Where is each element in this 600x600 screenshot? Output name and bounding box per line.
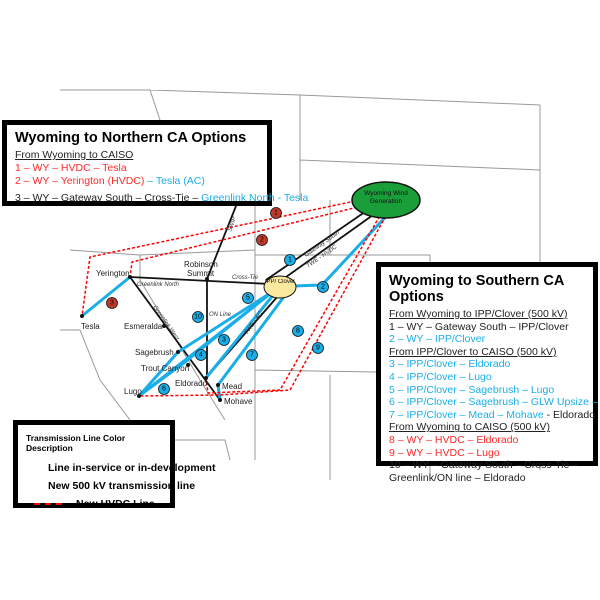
north-option-3-existing: 3 – WY – Gateway South – Cross-Tie –	[15, 192, 202, 204]
north-option-2-hvdc: 2 – WY – Yerington (HVDC)	[15, 175, 145, 187]
robinson-label: Robinson	[184, 260, 218, 269]
wyoming-wind-node	[351, 181, 421, 219]
blue-option-marker-6	[158, 383, 170, 395]
blue-option-marker-2	[317, 281, 329, 293]
blue-option-marker-8	[292, 325, 304, 337]
red-option-marker-2	[256, 234, 268, 246]
north-box-title: Wyoming to Northern CA Options	[15, 130, 247, 146]
blue-option-marker-label: 5	[246, 295, 250, 302]
legend-label: Line in-service or in-development	[48, 461, 216, 474]
blue-option-marker-label: 8	[296, 328, 300, 335]
south-option-7-new: 7 – IPP/Clover – Mead – Mohave	[389, 408, 544, 421]
greenlink-north-label: Greenlink North	[137, 282, 180, 288]
blue-option-marker-label: 6	[162, 386, 166, 393]
wyoming-wind-label: Wyoming Wind Generation	[364, 190, 408, 205]
legend-item-hvdc: New HVDC Line	[26, 495, 162, 513]
blue-option-marker-9	[312, 342, 324, 354]
south-option-7: 7 – IPP/Clover – Mead – Mohave - Eldorad…	[389, 408, 595, 422]
sagebrush-label: Sagebrush	[135, 348, 174, 357]
legend-box: Transmission Line Color Description Line…	[13, 420, 215, 510]
blue-option-marker-label: 1	[288, 257, 292, 264]
south-option-9: 9 – WY – HVDC – Lugo	[389, 446, 500, 459]
ipp-clover-node	[263, 275, 297, 299]
red-option-marker-3	[106, 297, 118, 309]
trout-canyon-label: Trout Canyon	[141, 364, 189, 373]
blue-option-marker-10	[192, 311, 204, 323]
south-option-6: 6 – IPP/Clover – Sagebrush – GLW Upsize …	[389, 396, 600, 409]
blue-option-marker-4	[195, 349, 207, 361]
blue-option-marker-1	[284, 254, 296, 266]
south-option-8: 8 – WY – HVDC – Eldorado	[389, 433, 519, 446]
hvdc-lines	[81, 199, 389, 397]
summit-label: Summit	[187, 269, 215, 278]
mead-label: Mead	[222, 382, 242, 391]
red-option-marker-label: 1	[274, 210, 278, 217]
southern-ca-options-box: Wyoming to Southern CA Options From Wyom…	[376, 262, 600, 484]
north-box-subtitle: From Wyoming to CAISO	[15, 149, 134, 161]
legend-label: New 500 kV transmission line	[48, 479, 196, 492]
blue-option-marker-5	[242, 292, 254, 304]
south-option-10-cont: Greenlink/ON line – Eldorado	[389, 471, 526, 484]
tesla-label: Tesla	[81, 322, 100, 331]
blue-option-marker-label: 10	[194, 314, 202, 321]
substation-dots	[80, 275, 222, 402]
legend-label: New HVDC Line	[76, 497, 155, 510]
south-option-4: 4 – IPP/Clover – Lugo	[389, 370, 492, 383]
blue-option-marker-label: 7	[250, 352, 254, 359]
mohave-label: Mohave	[224, 397, 253, 406]
south-option-10: 10 – WY – Gateway South – Cross-Tie –	[389, 459, 579, 472]
north-option-1: 1 – WY – HVDC – Tesla	[15, 162, 127, 174]
south-box-title: Wyoming to Southern CA Options	[389, 273, 564, 305]
south-option-7-existing: - Eldorado	[543, 408, 596, 421]
ipp-clover-label: IPP/ Clover	[264, 279, 296, 285]
south-heading-1: From Wyoming to IPP/Clover (500 kV)	[389, 308, 568, 320]
swip-label: SWIP	[227, 216, 238, 232]
north-option-2-ac: – Tesla (AC)	[144, 175, 205, 187]
yerington-label: Yerington	[96, 269, 130, 278]
blue-option-marker-3	[218, 334, 230, 346]
esmeralda-label: Esmeralda	[124, 322, 163, 331]
red-option-marker-label: 2	[260, 237, 264, 244]
legend-title: Transmission Line Color Description	[26, 433, 126, 453]
north-option-3: 3 – WY – Gateway South – Cross-Tie – Gre…	[15, 192, 308, 205]
red-option-marker-1	[270, 207, 282, 219]
south-option-2: 2 – WY – IPP/Clover	[389, 333, 486, 346]
blue-option-marker-label: 2	[321, 284, 325, 291]
red-option-marker-label: 3	[110, 300, 114, 307]
south-option-5: 5 – IPP/Clover – Sagebrush – Lugo	[389, 383, 555, 396]
northern-ca-options-box: Wyoming to Northern CA Options From Wyom…	[2, 120, 308, 206]
south-heading-2: From IPP/Clover to CAISO (500 kV)	[389, 345, 557, 358]
blue-option-marker-label: 3	[222, 337, 226, 344]
lugo-label: Lugo	[124, 387, 142, 396]
on-line-label: ON Line	[209, 312, 232, 318]
blue-option-marker-label: 4	[199, 352, 203, 359]
south-option-3: 3 – IPP/Clover – Eldorado	[389, 358, 511, 371]
eldorado-label: Eldorado	[175, 379, 208, 388]
south-option-1: 1 – WY – Gateway South – IPP/Clover	[389, 320, 569, 333]
red-dashed-swatch	[34, 503, 62, 505]
cross-tie-label: Cross-Tie	[232, 275, 259, 281]
north-option-3-new: Greenlink North - Tesla	[201, 192, 309, 204]
legend-item-500kv: New 500 kV transmission line	[26, 477, 195, 495]
blue-option-marker-7	[246, 349, 258, 361]
north-option-2: 2 – WY – Yerington (HVDC) – Tesla (AC)	[15, 175, 259, 188]
blue-option-marker-label: 9	[316, 345, 320, 352]
legend-item-existing: Line in-service or in-development	[26, 459, 215, 477]
south-heading-3: From Wyoming to CAISO (500 kV)	[389, 421, 550, 434]
